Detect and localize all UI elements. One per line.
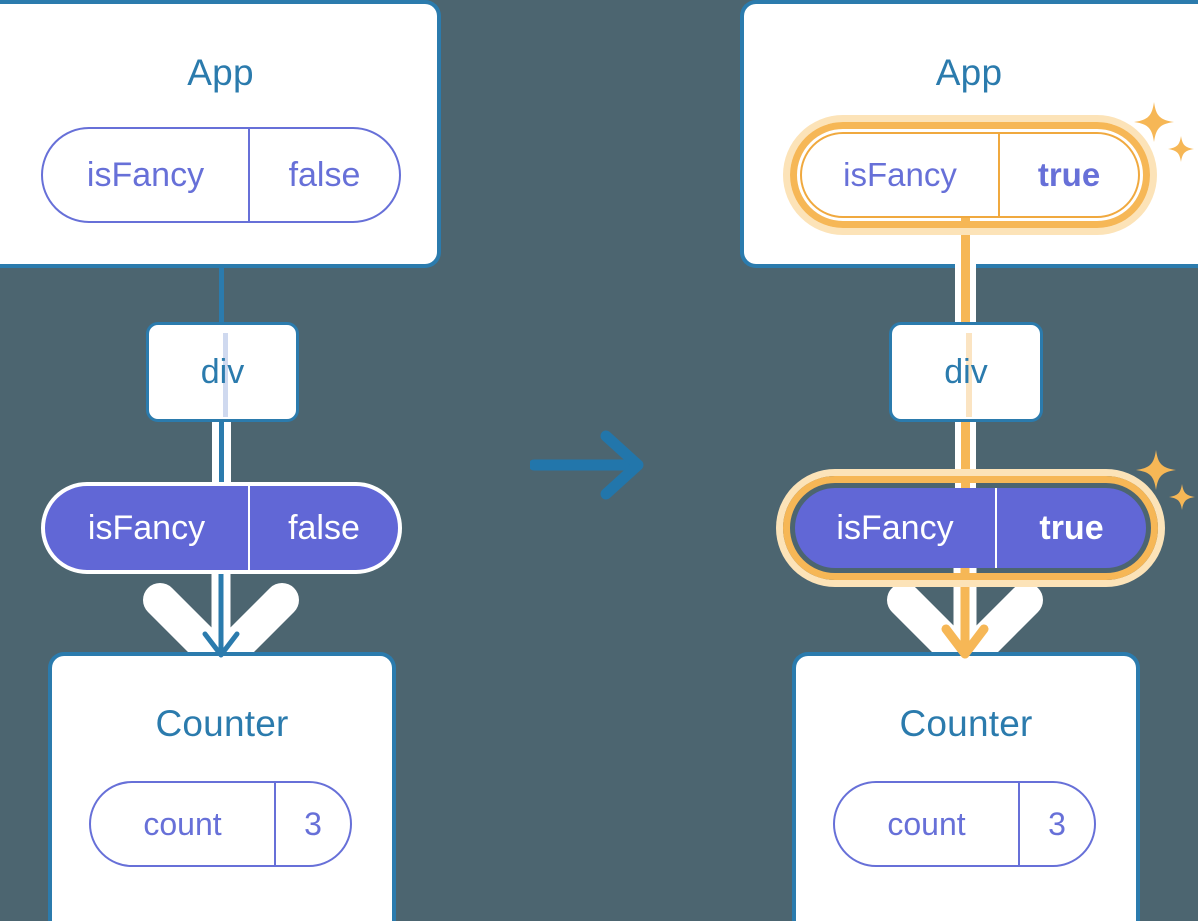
prop-pill-left: isFancy false	[41, 482, 402, 574]
state-pill-value: 3	[1018, 783, 1094, 865]
prop-pill-name: isFancy	[836, 508, 954, 547]
wire-div-to-prop-right	[961, 418, 970, 490]
wire-app-to-div-right	[961, 205, 970, 335]
div-inner-line-right	[966, 333, 972, 417]
state-pill-value: false	[248, 129, 399, 221]
state-pill-name: isFancy	[843, 156, 957, 193]
wire-div-to-prop-left	[219, 418, 224, 488]
state-pill-name: count	[887, 805, 966, 842]
transition-arrow-icon	[530, 430, 644, 500]
card-title-app-right: App	[935, 52, 1003, 93]
prop-pill-right: isFancy true	[795, 488, 1146, 568]
prop-pill-value: true	[995, 488, 1146, 568]
state-pill-app-right: isFancy true	[800, 132, 1140, 218]
state-pill-value: true	[998, 134, 1138, 216]
card-title-counter-right: Counter	[899, 703, 1033, 744]
prop-pill-name: isFancy	[87, 508, 206, 547]
state-pill-value: 3	[274, 783, 350, 865]
state-pill-name: count	[143, 805, 222, 842]
prop-pill-value: false	[248, 486, 398, 570]
state-pill-app-left: isFancy false	[41, 127, 401, 223]
node-div-label: div	[944, 352, 988, 391]
state-pill-counter-left: count 3	[89, 781, 352, 867]
node-div-label: div	[200, 352, 245, 391]
card-title-app-left: App	[187, 52, 254, 93]
node-div-right: div	[889, 322, 1043, 422]
wire-app-to-div-left	[219, 260, 224, 326]
node-div-left: div	[146, 322, 299, 422]
card-title-counter-left: Counter	[155, 703, 289, 744]
div-inner-line-left	[223, 333, 228, 417]
state-pill-name: isFancy	[86, 155, 205, 194]
state-pill-counter-right: count 3	[833, 781, 1096, 867]
